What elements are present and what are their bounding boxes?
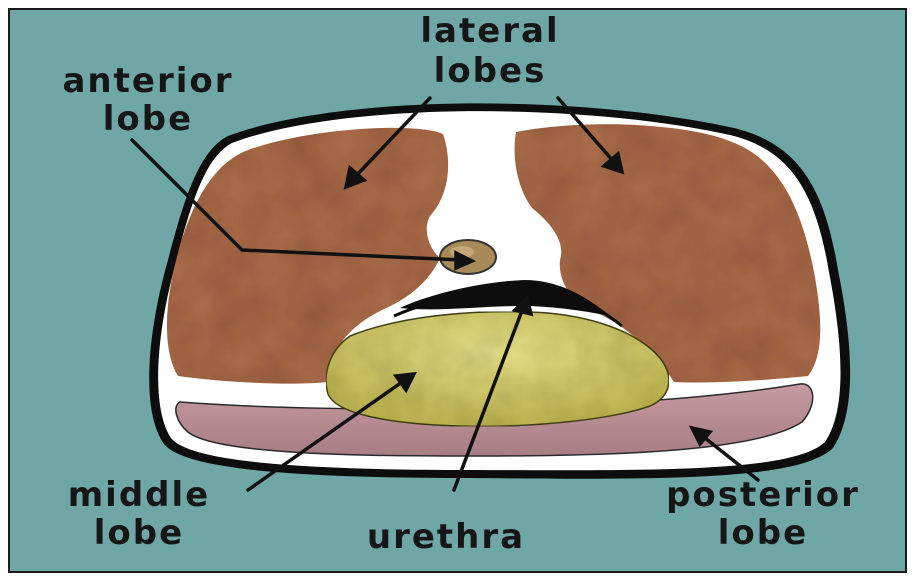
label-lateral-lobes-line1: lateral xyxy=(370,14,610,48)
label-anterior-lobe: anterior lobe xyxy=(28,64,268,136)
label-posterior-lobe-line1: posterior xyxy=(628,478,898,512)
middle-lobe-shape xyxy=(326,312,669,427)
label-posterior-lobe: posterior lobe xyxy=(628,478,898,550)
label-lateral-lobes: lateral lobes xyxy=(370,14,610,88)
label-posterior-lobe-line2: lobe xyxy=(628,516,898,550)
label-anterior-lobe-line1: anterior xyxy=(28,64,268,98)
label-lateral-lobes-line2: lobes xyxy=(370,54,610,88)
label-anterior-lobe-line2: lobe xyxy=(28,102,268,136)
label-middle-lobe-line2: lobe xyxy=(24,516,254,550)
label-middle-lobe: middle lobe xyxy=(24,478,254,550)
label-middle-lobe-line1: middle xyxy=(24,478,254,512)
label-urethra: urethra xyxy=(326,520,566,554)
diagram-frame: lateral lobes anterior lobe middle lobe … xyxy=(8,8,907,573)
label-urethra-line1: urethra xyxy=(326,520,566,554)
